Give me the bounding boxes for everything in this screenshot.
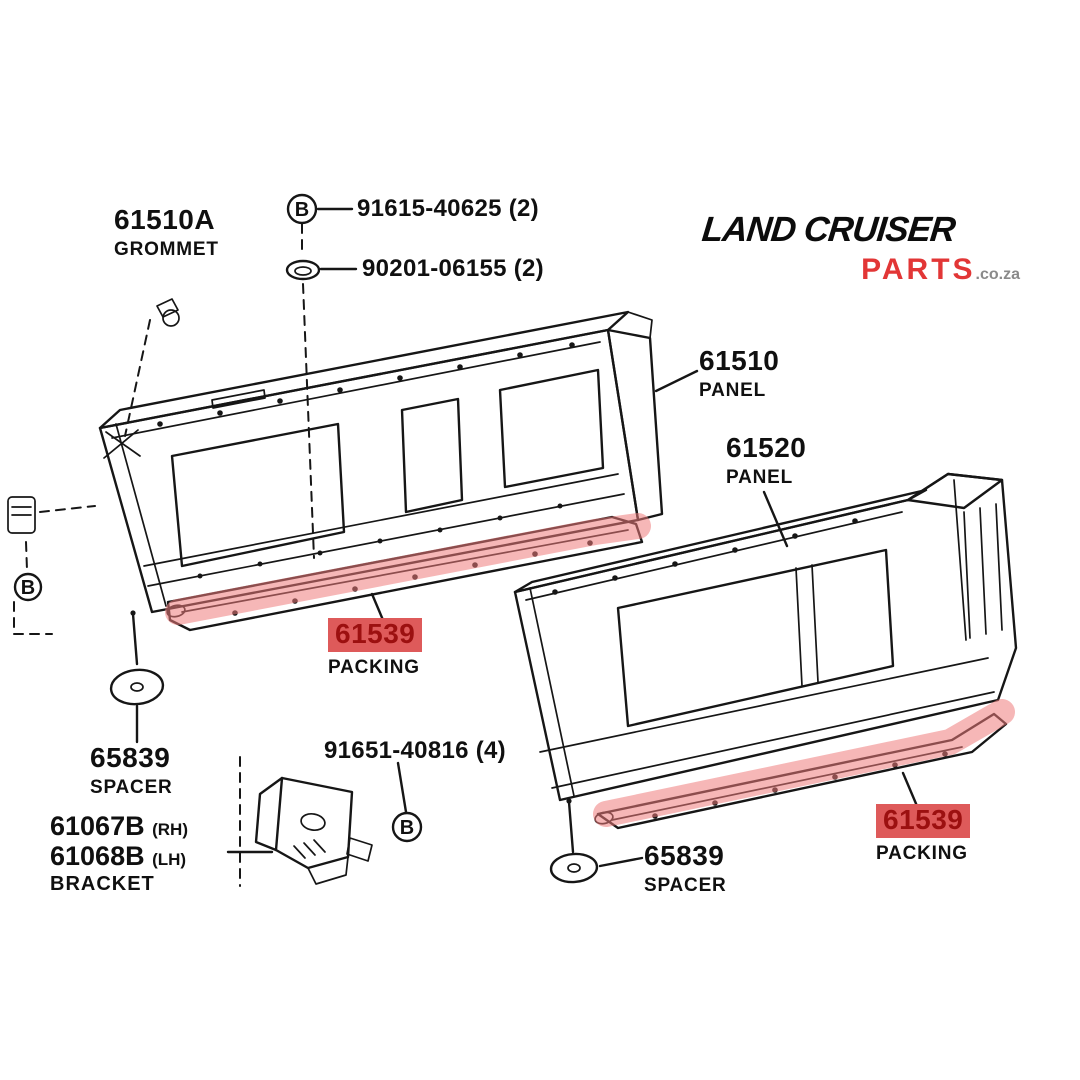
label-spacer-left: 65839 SPACER	[90, 742, 173, 798]
part-code: 61067B	[50, 811, 145, 841]
part-side: (LH)	[152, 849, 187, 869]
part-name: PACKING	[328, 657, 420, 678]
callout-b-bottom-letter: B	[400, 817, 414, 839]
spacer-bottom-icon	[549, 852, 599, 884]
part-name: SPACER	[90, 777, 173, 798]
callout-b-left: B	[13, 572, 43, 602]
part-name: PANEL	[699, 380, 766, 401]
part-name: PANEL	[726, 467, 793, 488]
clip-icon	[7, 496, 36, 534]
label-washer-top: 90201-06155 (2)	[362, 257, 544, 281]
label-panel-61510: 61510 PANEL	[699, 345, 780, 401]
part-name: PACKING	[876, 843, 968, 864]
logo-subtitle: PARTS.co.za	[700, 253, 1022, 287]
part-code: 61520	[726, 432, 807, 463]
callout-b-left-letter: B	[21, 577, 35, 599]
part-name: SPACER	[644, 875, 727, 896]
part-side: (RH)	[152, 820, 188, 839]
part-code: 90201-06155 (2)	[362, 255, 544, 282]
grommet-icon	[156, 298, 180, 327]
packing-highlights	[165, 513, 1015, 827]
part-code: 91615-40625 (2)	[357, 195, 539, 222]
assembly-dashed-lines	[13, 223, 315, 887]
label-packing-right: 61539 PACKING	[876, 804, 971, 864]
callout-b-top-letter: B	[295, 199, 309, 221]
packing-left-highlight	[165, 513, 651, 625]
right-panel-drawing	[513, 472, 1018, 854]
washer-icon	[285, 259, 321, 281]
label-packing-left: 61539 PACKING	[328, 618, 423, 678]
logo-suffix: .co.za	[975, 266, 1020, 283]
logo-parts: PARTS	[861, 253, 976, 286]
part-name: BRACKET	[50, 873, 155, 896]
label-bolt-top: 91615-40625 (2)	[357, 197, 539, 221]
packing-right-highlight	[593, 699, 1015, 827]
part-code-highlighted: 61539	[328, 618, 423, 652]
part-code-highlighted: 61539	[876, 804, 971, 838]
logo-title: LAND CRUISER	[700, 210, 957, 249]
leader-lines	[135, 207, 919, 868]
label-bolt-bottom: 91651-40816 (4)	[324, 739, 506, 763]
spacer-left-icon	[109, 668, 165, 706]
label-spacer-bottom: 65839 SPACER	[644, 840, 727, 896]
bracket-drawing	[254, 776, 373, 885]
logo: LAND CRUISER PARTS.co.za	[700, 210, 1022, 287]
part-code: 65839	[644, 840, 725, 871]
part-code: 61510A	[114, 204, 216, 235]
part-code: 61068B	[50, 840, 145, 871]
callout-b-top: B	[286, 193, 318, 225]
label-bracket: 61067B (RH) 61068B (LH) BRACKET	[50, 811, 188, 896]
part-code: 91651-40816 (4)	[324, 737, 506, 764]
left-panel-drawing	[98, 310, 664, 666]
part-code: 61510	[699, 345, 780, 376]
label-panel-61520: 61520 PANEL	[726, 432, 807, 488]
callout-b-bottom: B	[391, 811, 423, 843]
label-grommet: 61510A GROMMET	[114, 204, 219, 260]
part-name: GROMMET	[114, 239, 219, 260]
part-code: 65839	[90, 742, 171, 773]
